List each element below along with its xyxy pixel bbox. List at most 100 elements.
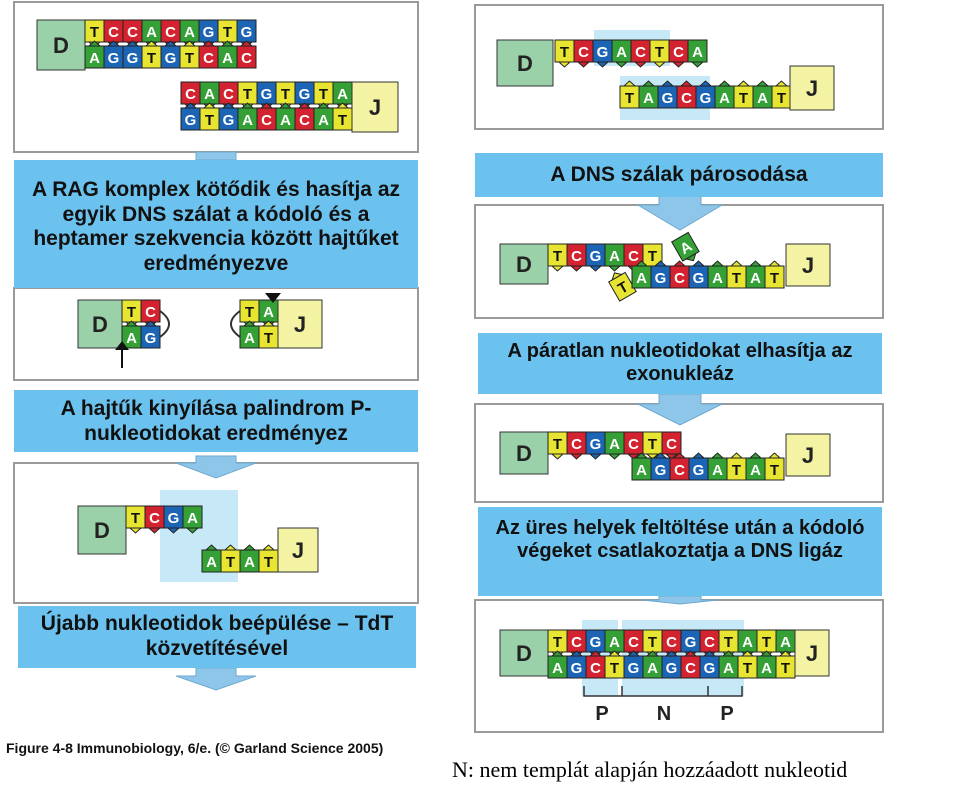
p4-bot-8-group: T [772,81,791,108]
p5-top-5-label: T [648,248,657,265]
p7-top-8-label: C [704,634,715,651]
p7-bot-0-group: A [548,651,567,678]
p6-bot-5-label: T [732,462,741,479]
p5-j-segment-label: J [802,253,814,278]
p6-bot-6-group: A [746,453,765,480]
p1-seq2-bot-3-group: A [238,103,257,130]
figure-caption: Figure 4-8 Immunobiology, 6/e. (© Garlan… [6,740,383,756]
p4-d-segment-label: D [517,51,533,76]
p6-top-2-label: G [590,436,602,453]
p5-bot-4-group: A [708,261,727,288]
p7-bot-12-group: T [776,651,795,678]
p1-seq1-bot-3-label: T [147,50,156,67]
p1-seq1-top-2-label: C [127,24,138,41]
p1-seq1-bot-4-group: G [161,41,180,68]
p6-d-segment-label: D [516,441,532,466]
p4-bot-6-tab [738,81,749,86]
p1-seq2-top-7-label: T [319,86,328,103]
p6-bot-4-label: A [712,462,723,479]
p3-bot-3-tab [263,545,274,550]
p3-bot-2-tab [244,545,255,550]
p4-top-6-label: C [673,44,684,61]
arrow-2 [176,456,256,478]
p6-bot-6-label: A [750,462,761,479]
n-nucleotide-note: N: nem templát alapján hozzáadott nukleo… [452,757,847,783]
p4-bot-0-label: T [625,90,634,107]
p2-left-top-1-label: C [145,304,156,321]
p6-bot-3-label: G [693,462,705,479]
p7-top-11-label: T [762,634,771,651]
p5-lone-a-group: A [672,232,702,265]
caption-rag-cleavage: A RAG komplex kötődik és hasítja az egyi… [18,178,414,276]
p5-bot-6-label: A [750,270,761,287]
p5-bot-4-tab [712,261,723,266]
p6-top-3-tab [609,454,620,459]
p7-top-9-label: T [724,634,733,651]
p4-bot-1-label: A [643,90,654,107]
p5-top-0-group: T [548,244,567,271]
p7-top-3-label: A [609,634,620,651]
arrow-4 [638,196,722,230]
caption-ligase: Az üres helyek feltöltése után a kódoló … [486,517,874,564]
p4-top-0-tab [559,62,570,67]
p5-top-1-group: C [567,244,586,271]
p7-bot-11-group: A [757,651,776,678]
p4-bot-7-tab [757,81,768,86]
p6-bot-4-tab [712,453,723,458]
p5-bot-5-group: T [727,261,746,288]
p4-bot-7-label: A [757,90,768,107]
p1-seq2-top-2-label: C [223,86,234,103]
p5-bot-2-label: C [674,270,685,287]
p7-j-segment-label: J [806,641,818,666]
panel-2-frame [14,288,418,380]
p5-d-segment-label: D [516,252,532,277]
p4-top-1-tab [578,62,589,67]
p2-j-segment-label: J [294,312,306,337]
p3-bot-2-label: A [244,554,255,571]
p1-seq2-bot-4-group: C [257,103,276,130]
p6-top-0-tab [552,454,563,459]
p1-seq1-top-6-label: G [203,24,215,41]
caption-tdt-addition: Újabb nukleotidok beépülése – TdT közvet… [22,612,412,661]
p1-seq1-top-1-label: C [108,24,119,41]
p5-bot-5-tab [731,261,742,266]
p3-top-1-tab [149,528,160,533]
p1-seq2-top-5-label: T [281,86,290,103]
p5-top-2-group: G [586,244,605,271]
p1-seq1-bot-1-label: G [108,50,120,67]
p1-seq2-bot-1-label: T [205,112,214,129]
p1-seq2-bot-5-group: A [276,103,295,130]
p6-top-6-label: C [666,436,677,453]
p5-bot-3-label: G [693,270,705,287]
p1-seq2-bot-7-label: A [318,112,329,129]
p5-bot-2-tab [674,261,685,266]
p2-right-hairpin [231,311,240,337]
p7-bot-2-label: C [590,660,601,677]
p6-top-3-label: A [609,436,620,453]
p3-d-segment-label: D [94,518,110,543]
p5-bot-7-label: T [770,270,779,287]
p1-seq1-bot-2-label: G [127,50,139,67]
p7-bot-6-label: G [666,660,678,677]
p5-top-0-tab [552,266,563,271]
p4-top-0-label: T [560,44,569,61]
p1-seq1-bot-1-group: G [104,41,123,68]
p2-right-bot-1-group: T [259,321,278,348]
p5-bot-4-label: A [712,270,723,287]
p1-seq2-top-6-label: G [299,86,311,103]
p1-seq1-top-7-label: T [223,24,232,41]
p4-top-6-tab [673,62,684,67]
p1-seq1-bot-8-group: C [237,41,256,68]
p6-bot-4-group: A [708,453,727,480]
p4-bot-5-label: A [719,90,730,107]
p1-seq2-bot-0-label: G [185,112,197,129]
p6-bot-1-label: G [655,462,667,479]
p7-top-12-label: A [780,634,791,651]
p4-bot-4-label: G [700,90,712,107]
p7-bot-1-label: G [571,660,583,677]
p1-d-segment-label: D [53,33,69,58]
p7-d-segment-label: D [516,641,532,666]
p4-top-7-group: A [688,40,707,67]
p6-top-0-label: T [553,436,562,453]
